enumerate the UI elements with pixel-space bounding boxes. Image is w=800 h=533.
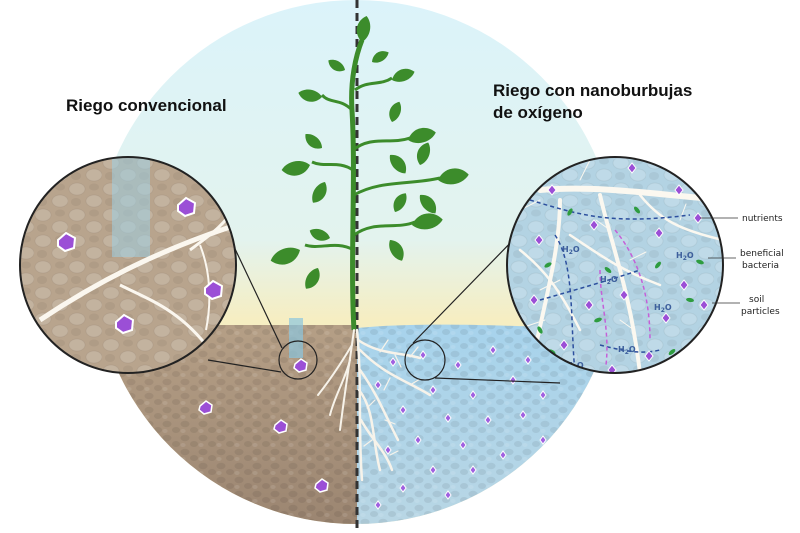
title-conventional: Riego convencional (66, 96, 227, 115)
title-nanobubble: Riego con nanoburbujas de oxígeno (493, 80, 692, 124)
legend-leaders (700, 217, 740, 304)
legend-bacteria-line2: bacteria (742, 261, 779, 271)
title-nanobubble-line1: Riego con nanoburbujas (493, 81, 693, 100)
wet-soil-nutrients (374, 345, 547, 510)
zoom-conventional (19, 156, 237, 374)
svg-text:H2O: H2O (618, 345, 636, 356)
legend-soil-line1: soil (749, 295, 764, 305)
svg-text:H2O: H2O (676, 251, 694, 262)
title-nanobubble-line2: de oxígeno (493, 103, 583, 122)
svg-text:H2O: H2O (600, 275, 618, 286)
legend: nutrients beneficial bacteria soil parti… (740, 214, 784, 317)
dry-soil-nutrients (198, 358, 329, 493)
legend-soil-line2: particles (741, 307, 780, 317)
zoom-connectors (207, 233, 561, 384)
legend-bacteria-line1: beneficial (740, 249, 784, 259)
zoom-nanobubble: H2O H2O H2O H2O H2O H2O (506, 156, 724, 374)
plant-icon (268, 14, 470, 331)
svg-text:H2O: H2O (562, 245, 580, 256)
svg-text:H2O: H2O (654, 303, 672, 314)
legend-nutrients: nutrients (742, 214, 783, 224)
roots (317, 328, 432, 482)
